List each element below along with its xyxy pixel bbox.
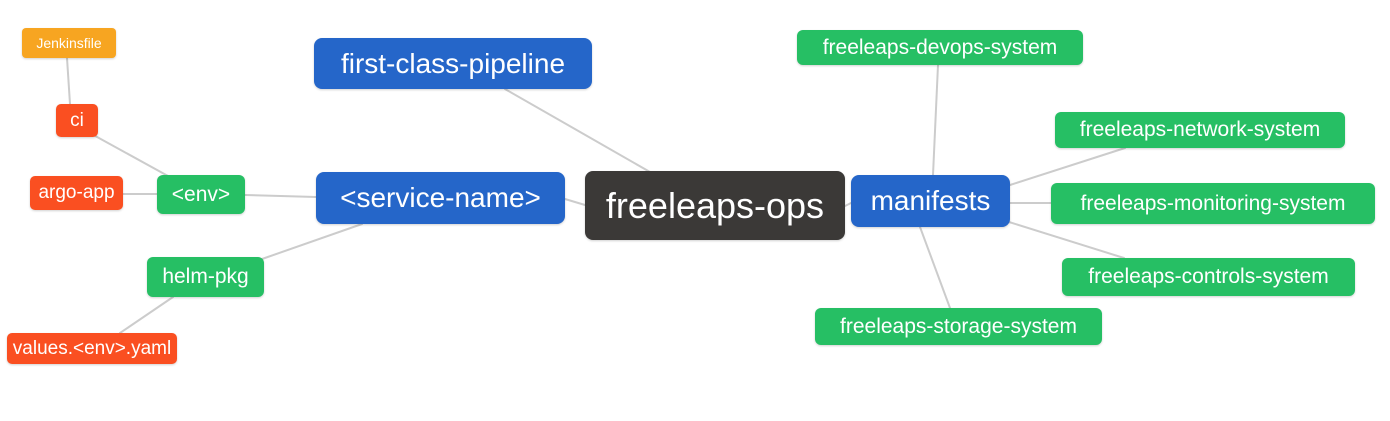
node-freeleaps-storage-system[interactable]: freeleaps-storage-system (815, 308, 1102, 345)
node-freeleaps-devops-system[interactable]: freeleaps-devops-system (797, 30, 1083, 65)
node-helm-pkg[interactable]: helm-pkg (147, 257, 264, 297)
edge-manifests-devops (932, 64, 939, 176)
edge-service-name-helm-pkg (261, 223, 363, 260)
edge-manifests-controls (1008, 221, 1125, 259)
edge-root-manifests (844, 202, 852, 207)
edge-env-service-name (244, 194, 317, 198)
node-env[interactable]: <env> (157, 175, 245, 214)
node-root-freeleaps-ops[interactable]: freeleaps-ops (585, 171, 845, 240)
node-freeleaps-controls-system[interactable]: freeleaps-controls-system (1062, 258, 1355, 296)
edge-service-name-root (564, 198, 586, 206)
edge-jenkinsfile-ci (66, 57, 71, 105)
edge-manifests-storage (919, 226, 951, 309)
node-first-class-pipeline[interactable]: first-class-pipeline (314, 38, 592, 89)
edge-ci-env (87, 131, 169, 177)
node-manifests[interactable]: manifests (851, 175, 1010, 227)
node-freeleaps-network-system[interactable]: freeleaps-network-system (1055, 112, 1345, 148)
node-jenkinsfile[interactable]: Jenkinsfile (22, 28, 116, 58)
edge-manifests-network (1009, 147, 1126, 186)
edge-helm-pkg-values (119, 296, 174, 334)
node-ci[interactable]: ci (56, 104, 98, 137)
edge-first-class-pipeline-root (504, 88, 651, 173)
node-argo-app[interactable]: argo-app (30, 176, 123, 210)
node-values-env-yaml[interactable]: values.<env>.yaml (7, 333, 177, 364)
node-freeleaps-monitoring-system[interactable]: freeleaps-monitoring-system (1051, 183, 1375, 224)
node-service-name[interactable]: <service-name> (316, 172, 565, 224)
